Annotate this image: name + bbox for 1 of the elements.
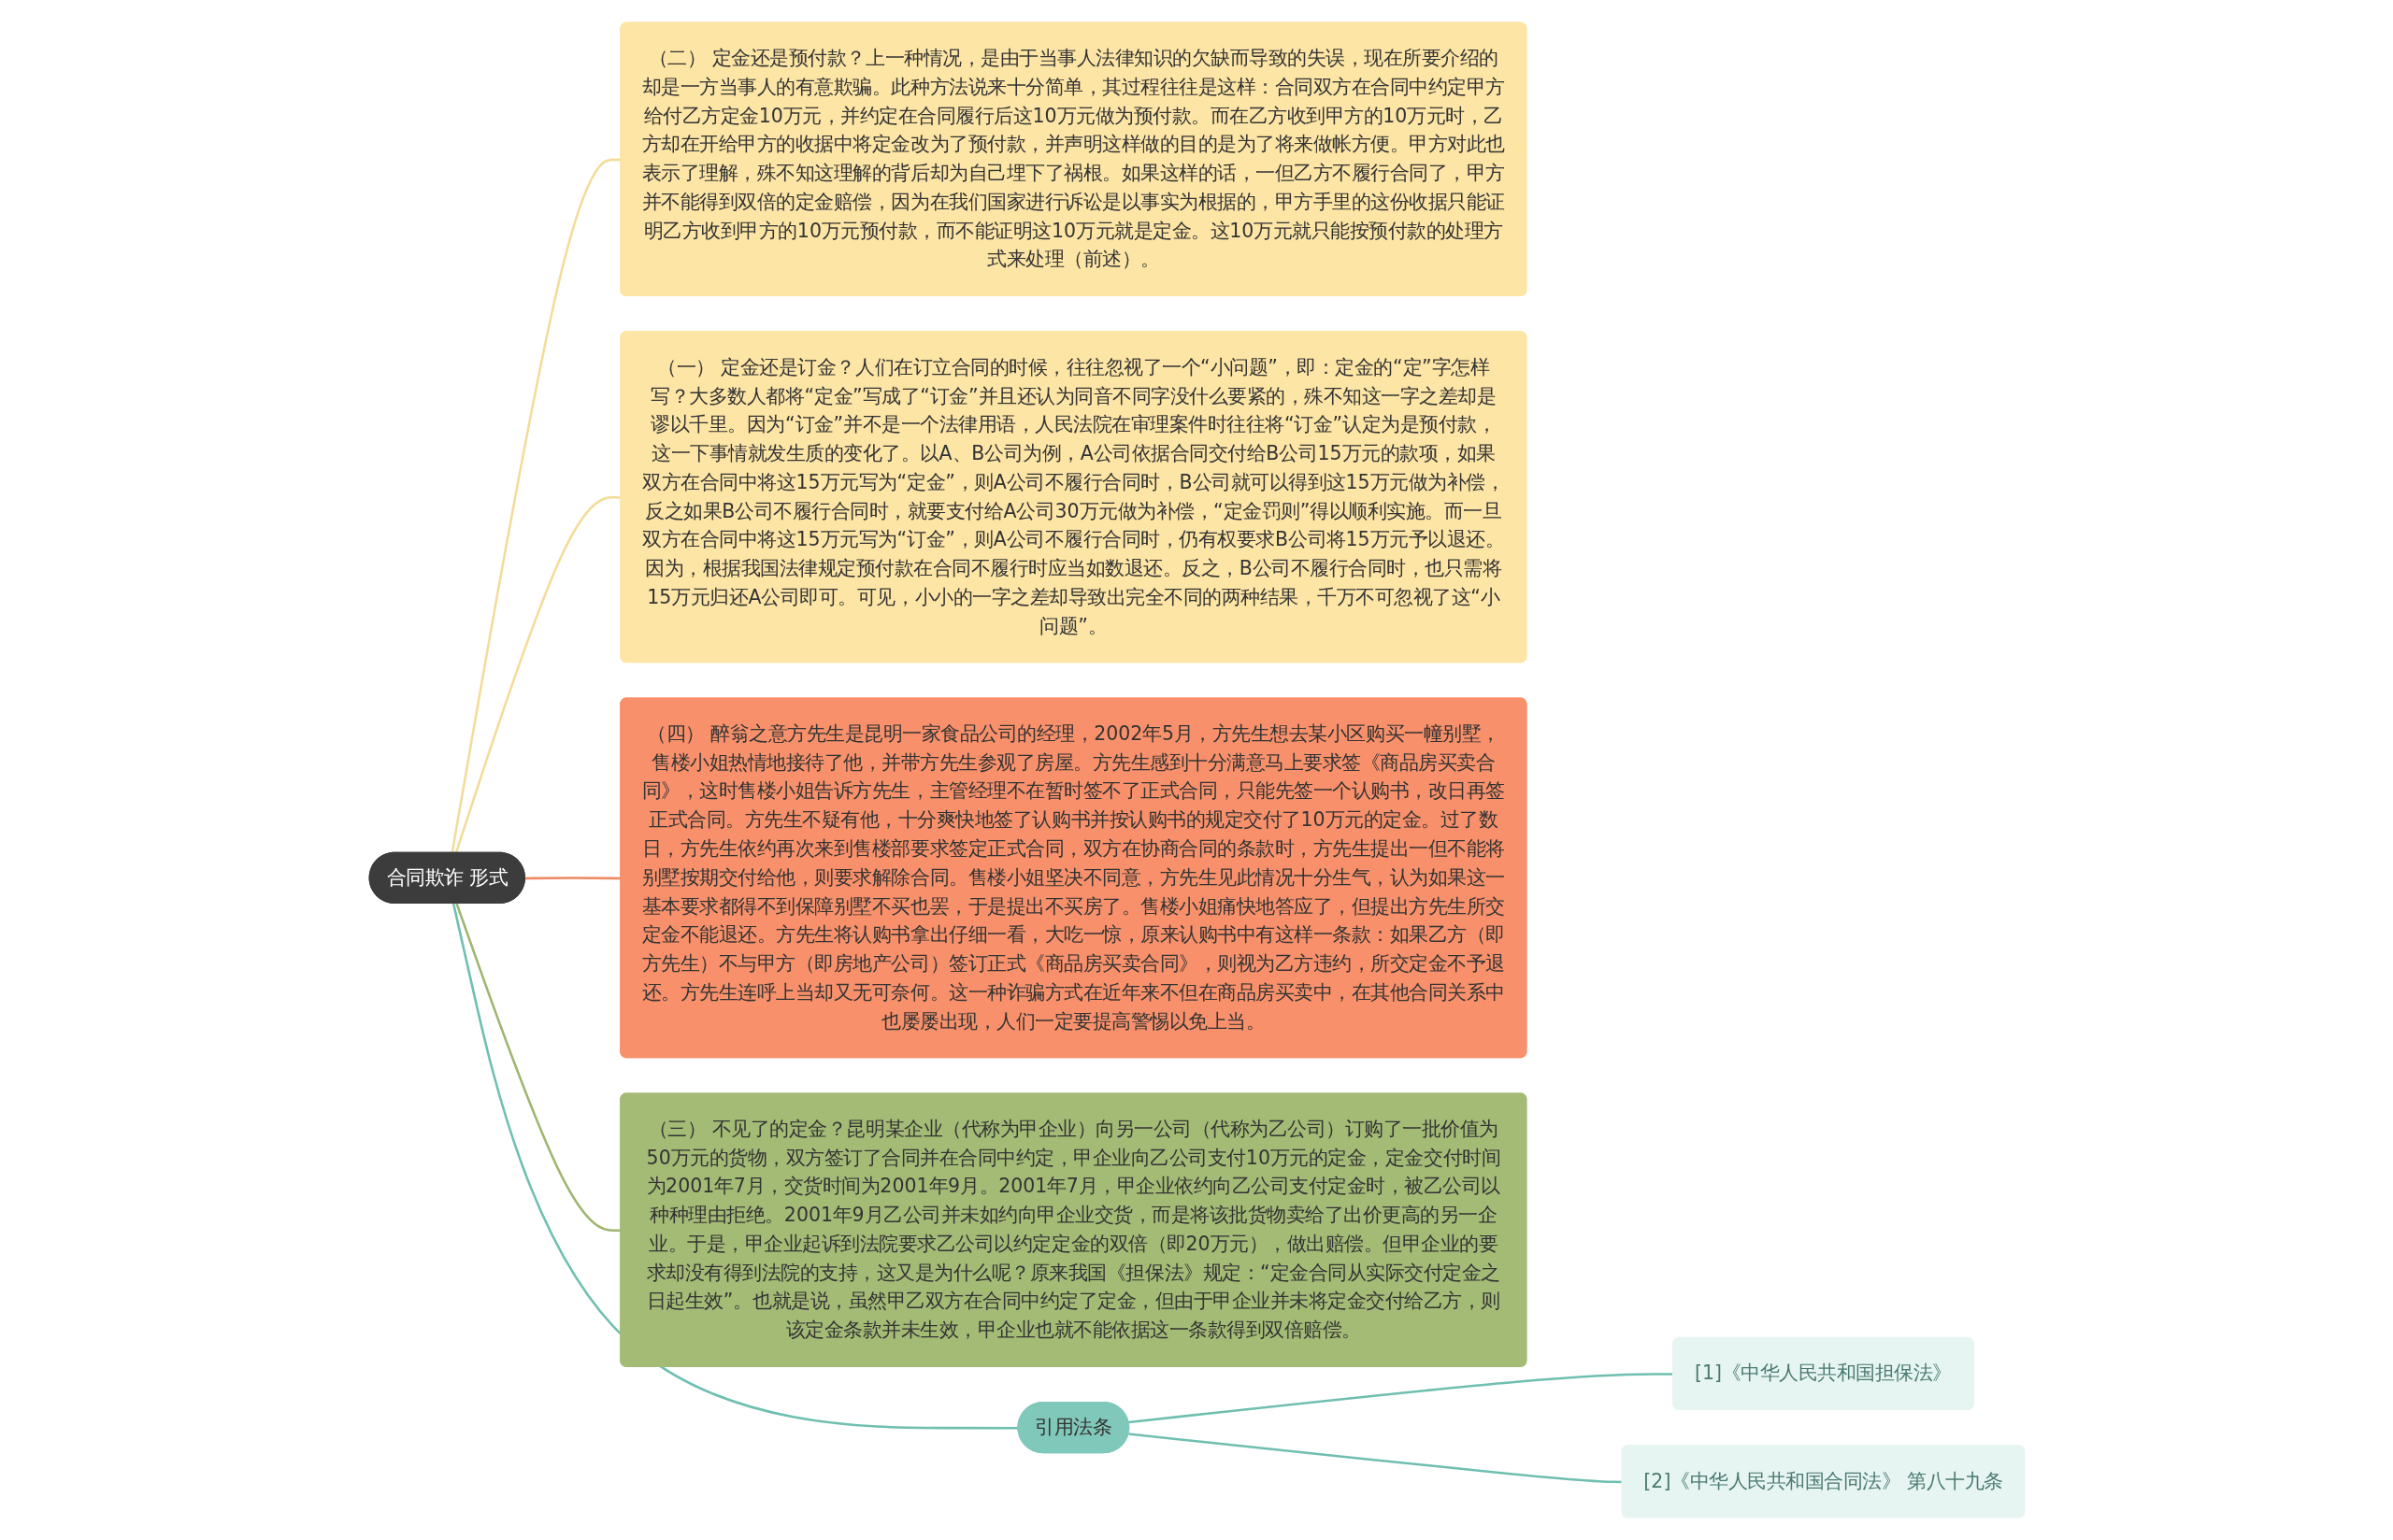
mind-map-diagram: 合同欺诈 形式 （二） 定金还是预付款？上一种情况，是由于当事人法律知识的欠缺而导致的失误，现在所要介绍的却是一方当事人的有意欺骗。此种方法说来十分简单，其过程往往是这样：合同双方在合同中约定甲方给付乙方定金10万元，并约定在合同履行后这10万元做为预付款。而在乙方收到甲方的10万元时，乙方却在开给甲方的收据中将定金改为了预付款，并声明这样做的目的是为了将来做帐方便。甲方对此也表示了理解，殊不知这理解的背后却为自己埋下了祸根。如果这样的话，一但乙方不履行合同了，甲方并不能得到双倍的定金赔偿，因为在我们国家进行诉讼是以事实为根据的，甲方手里的这份收据只能证明乙方收到甲方的10万元预付款，而不能证明这10万元就是定金。这10万元就只能按预付款的处理方式来处理（前述）。 （一） 定金还是订金？人们在订立合同的时候，往往忽视了一个“小问题”，即：定金的“定”字怎样写？大多数人都将“定金”写成了“订金”并且还认为同音不同字没什么要紧的，殊不知这一字之差却是谬以千里。因为“订金”并不是一个法律用语，人民法院在审理案件时往往将“订金”认定为是预付款，这一下事情就发生质的变化了。以A、B公司为例，A公司依据合同交付给B公司15万元的款项，如果双方在合同中将这15万元写为“定金”，则A公司不履行合同时，B公司就可以得到这15万元做为补偿，反之如果B公司不履行合同时，就要支付给A公司30万元做为补偿，“定金罚则”得以顺利实施。而一旦双方在合同中将这15万元写为“订金”，则A公司不履行合同时，仍有权要求B公司将15万元予以退还。因为，根据我国法律规定预付款在合同不履行时应当如数退还。反之，B公司不履行合同时，也只需将15万元归还A公司即可。可见，小小的一字之差却导致出完全不同的两种结果，千万不可忽视了这“小问题”。 （四） 醉翁之意方先生是昆明一家食品公司的经理，2002年5月，方先生想去某小区购买一幢别墅，售楼小姐热情地接待了他，并带方先生参观了房屋。方先生感到十分满意马上要求签《商品房买卖合同》，这时售楼小姐告诉方先生，主管经理不在暂时签不了正式合同，只能先签一个认购书，改日再签正式合同。方先生不疑有他，十分爽快地签了认购书并按认购书的规定交付了10万元的定金。过了数日，方先生依约再次来到售楼部要求签定正式合同，双方在协商合同的条款时，方先生提出一但不能将别墅按期交付给他，则要求解除合同。售楼小姐坚决不同意，方先生见此情况十分生气，认为如果这一基本要求都得不到保障别墅不买也罢，于是提出不买房了。售楼小姐痛快地答应了，但提出方先生所交定金不能退还。方先生将认购书拿出仔细一看，大吃一惊，原来认购书中有这样一条款：如果乙方（即方先生）不与甲方（即房地产公司）签订正式《商品房买卖合同》，则视为乙方违约，所交定金不予退还。方先生连呼上当却又无可奈何。这一种诈骗方式在近年来不但在商品房买卖中，在其他合同关系中也屡屡出现，人们一定要提高警惕以免上当。 （三） 不见了的定金？昆明某企业（代称为甲企业）向另一公司（代称为乙公司）订购了一批价值为50万元的货物，双方签订了合同并在合同中约定，甲企业向乙公司支付10万元的定金，定金交付时间为2001年7月，交货时间为2001年9月。2001年7月，甲企业依约向乙公司支付定金时，被乙公司以种种理由拒绝。2001年9月乙公司并未如约向甲企业交货，而是将该批货物卖给了出价更高的另一企业。于是，甲企业起诉到法院要求乙公司以约定定金的双倍（即20万元），做出赔偿。但甲企业的要求却没有得到法院的支持，这又是为什么呢？原来我国《担保法》规定：“定金合同从实际交付定金之日起生效”。也就是说，虽然甲乙双方在合同中约定了定金，但由于甲企业并未将定金交付给乙方，则该定金条款并未生效，甲企业也就不能依据这一条款得到双倍赔偿。 引用法条 [1]《中华人民共和国担保法》 [2]《中华人民共和国合同法》 第八十九条 <box>359 13 2034 1527</box>
